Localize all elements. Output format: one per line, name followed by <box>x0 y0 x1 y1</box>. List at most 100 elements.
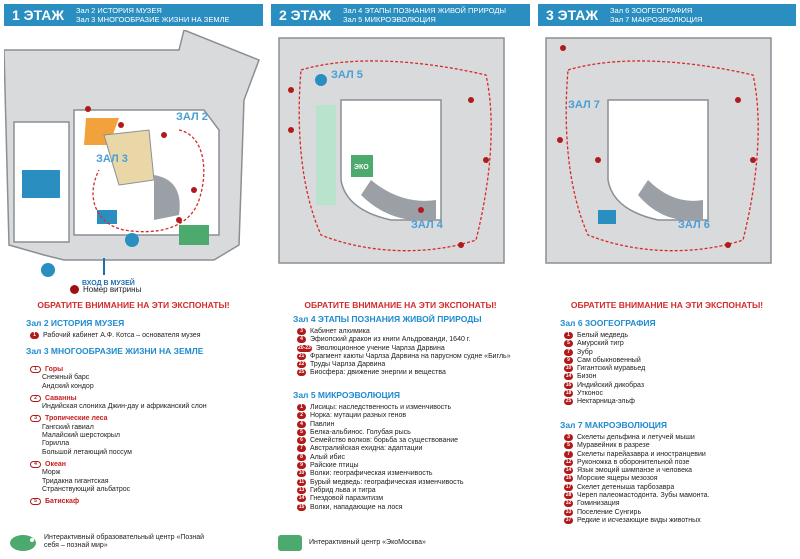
exhibit-name: Труды Чарлза Дарвина <box>310 361 386 369</box>
floor-1-info-icon <box>97 210 117 224</box>
exhibit-marker <box>735 97 741 103</box>
floor-3-route <box>565 60 759 252</box>
exhibit-number-badge: 15 <box>297 503 306 511</box>
exhibit-number-badge: 20-23 <box>297 344 312 352</box>
exhibit-name: Гигантский муравьед <box>577 365 646 373</box>
exhibit-marker <box>288 87 294 93</box>
floor-2-title: 2 ЭТАЖ <box>279 7 332 23</box>
exhibit-marker <box>468 97 474 103</box>
exhibit-number-badge: 14 <box>297 495 306 503</box>
exhibit-number-badge: 5 <box>564 442 573 450</box>
floor-1-cinema-icon <box>22 170 60 198</box>
floor-3-column: 3 ЭТАЖ Зал 6 ЗООГЕОГРАФИЯ Зал 7 МАКРОЭВО… <box>534 0 800 559</box>
floor-3-hall-b: Зал 7 МАКРОЭВОЛЮЦИЯ <box>610 15 703 24</box>
floor-3-hall-a: Зал 6 ЗООГЕОГРАФИЯ <box>610 6 693 15</box>
exhibit-number-badge: 7 <box>564 348 573 356</box>
exhibit-number-badge: 3 <box>297 328 306 335</box>
exhibit-name: Руконожка в оборонительной позе <box>577 458 690 466</box>
floor-2-hall-4-label: ЗАЛ 4 <box>411 219 444 231</box>
exhibit-number-badge: 6 <box>297 437 306 445</box>
floor-2-section-2-title: Зал 5 МИКРОЭВОЛЮЦИЯ <box>293 390 400 400</box>
floor-3-section-1-title: Зал 6 ЗООГЕОГРАФИЯ <box>560 318 656 328</box>
floor-3-hall-6-label: ЗАЛ 6 <box>678 219 710 231</box>
ecomoskva-logo-icon <box>278 535 302 551</box>
list-item: 14 Гнездовой паразитизм <box>297 495 464 503</box>
floor-1-staircase <box>154 175 180 220</box>
floor-1-footer: Интерактивный образовательный центр «Поз… <box>8 531 214 553</box>
floor-2-hall-a: Зал 4 ЭТАПЫ ПОЗНАНИЯ ЖИВОЙ ПРИРОДЫ <box>343 6 507 15</box>
floor-3-staircase <box>638 180 703 221</box>
list-item: Снежный барс <box>42 374 90 382</box>
exhibit-name: Лисицы: наследственность и изменчивость <box>310 404 452 411</box>
floor-3-map[interactable]: ЗАЛ 7 ЗАЛ 6 <box>538 30 797 288</box>
floor-2-section-2-list: 1 Лисицы: наследственность и изменчивость… <box>297 404 464 512</box>
exhibit-name: Гнездовой паразитизм <box>310 495 384 503</box>
floor-1-attention: ОБРАТИТЕ ВНИМАНИЕ НА ЭТИ ЭКСПОНАТЫ! <box>37 300 230 310</box>
exhibit-name: Сам обыкновенный <box>577 356 641 364</box>
exhibit-number-badge: 7 <box>297 445 306 453</box>
exhibit-name: Фрагмент каюты Чарлза Дарвина на парусно… <box>310 352 511 360</box>
floor-1-hall-b: Зал 3 МНОГООБРАЗИЕ ЖИЗНИ НА ЗЕМЛЕ <box>76 15 230 24</box>
floor-1-section-2-title: Зал 3 МНОГООБРАЗИЕ ЖИЗНИ НА ЗЕМЛЕ <box>26 346 204 356</box>
exhibit-number-badge: 3 <box>564 434 573 441</box>
exhibit-number-badge: 10 <box>564 365 573 373</box>
exhibit-number-badge: 4 <box>297 420 306 428</box>
exhibit-marker <box>560 45 566 51</box>
floor-2-map[interactable]: ЭКО ЗАЛ 5 ЗАЛ 4 <box>271 30 530 288</box>
exhibit-number-badge: 2 <box>297 412 306 420</box>
list-item: Странствующий альбатрос <box>42 485 131 493</box>
exhibit-marker <box>191 187 197 193</box>
list-item: Тридакна гигантская <box>42 477 109 485</box>
exhibit-marker <box>118 122 124 128</box>
list-item: Малайский шерстокрыл <box>42 432 121 440</box>
exhibit-name: Череп палеомастодонта. Зубы мамонта. <box>577 492 710 500</box>
floor-1-section-1-list: 1 Рабочий кабинет А.Ф. Котса – основател… <box>30 332 201 340</box>
exhibit-marker <box>418 207 424 213</box>
accessible-icon <box>125 233 139 247</box>
exhibit-name: Муравейник в разрезе <box>577 442 650 450</box>
exhibit-name: Семейство волков: борьба за существовани… <box>310 437 459 445</box>
floor-1-hall-2-label: ЗАЛ 2 <box>176 111 208 123</box>
floor-1-footer-text: Интерактивный образовательный центр «Поз… <box>44 533 205 550</box>
floor-2-hall-b: Зал 5 МИКРОЭВОЛЮЦИЯ <box>343 15 436 24</box>
exhibit-name: Индийский дикобраз <box>577 381 645 389</box>
list-item: Большой летающий поссум <box>42 448 132 456</box>
floor-2-header: 2 ЭТАЖ Зал 4 ЭТАПЫ ПОЗНАНИЯ ЖИВОЙ ПРИРОД… <box>271 4 530 26</box>
exhibit-name: Поселение Сунгирь <box>577 508 642 516</box>
exhibit-marker <box>750 157 756 163</box>
floor-1-map[interactable]: ЗАЛ 2 ЗАЛ 3 ВХОД В МУЗЕЙ <box>4 30 263 288</box>
exhibit-number-badge: 8 <box>297 453 306 461</box>
exhibit-number-badge: 1 <box>297 404 306 411</box>
exhibit-number-badge: 16 <box>564 475 573 483</box>
list-item: 1 Рабочий кабинет А.Ф. Котса – основател… <box>30 332 201 340</box>
exhibit-number-badge: 14 <box>564 373 573 381</box>
floor-2-hall-5-label: ЗАЛ 5 <box>331 69 363 81</box>
list-item: Гангский гавиал <box>42 423 94 431</box>
exhibit-number-badge: 12 <box>564 458 573 466</box>
floor-2-green-zone <box>316 105 336 205</box>
exhibit-marker <box>288 127 294 133</box>
exhibit-marker <box>161 132 167 138</box>
list-item: 5 Муравейник в разрезе <box>564 442 710 450</box>
exhibit-number-badge: 4 <box>297 336 306 344</box>
floor-2-section-1-title: Зал 4 ЭТАПЫ ПОЗНАНИЯ ЖИВОЙ ПРИРОДЫ <box>293 314 482 324</box>
entrance-label: ВХОД В МУЗЕЙ <box>82 278 135 287</box>
exhibit-number-badge: 18 <box>564 390 573 398</box>
